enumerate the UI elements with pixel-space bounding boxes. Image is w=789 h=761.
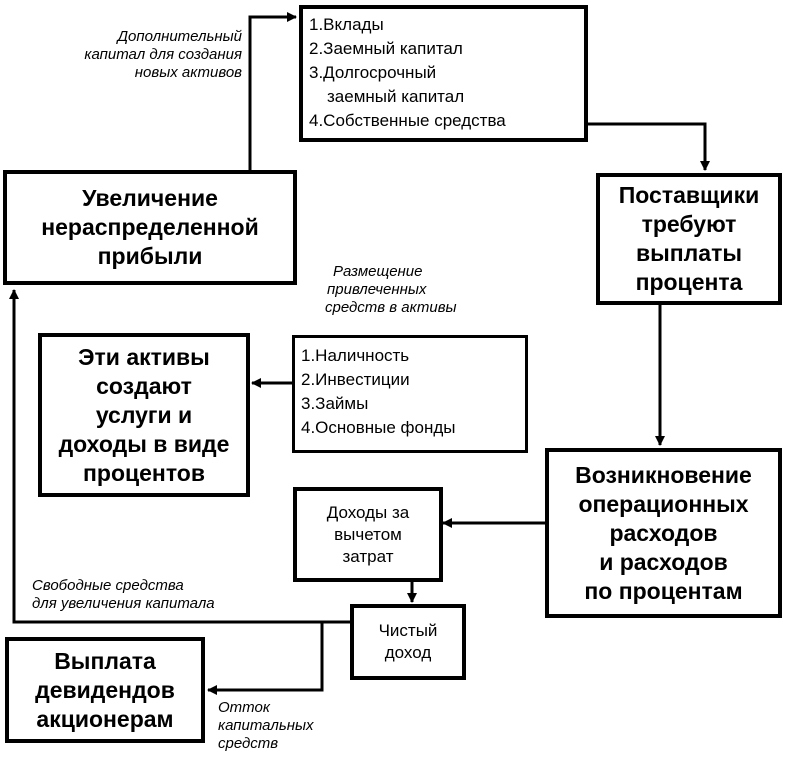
arrow-sources-to-suppliers [588,122,710,171]
asset-item-4: 4.Основные фонды [301,418,456,437]
source-item-1: 1.Вклады [309,15,384,34]
note-capital-outflow: Отток капитальных средств [218,699,314,752]
arrow-retained-to-sources [248,12,297,170]
note-free-funds: Свободные средства для увеличения капита… [32,577,215,612]
funding-sources-box: 1.Вклады 2.Заемный капитал 3.Долгосрочны… [299,5,588,142]
assets-income-box: Эти активы создают услуги и доходы в вид… [38,333,250,497]
source-item-3-cont: заемный капитал [327,87,465,106]
suppliers-interest-box: Поставщики требуют выплаты процента [596,173,782,305]
operating-expenses-box: Возникновение операционных расходов и ра… [545,448,782,618]
arrow-netincome-to-retained [9,289,350,624]
dividends-box: Выплата девидендов акционерам [5,637,205,743]
source-item-2: 2.Заемный капитал [309,39,463,58]
asset-item-2: 2.Инвестиции [301,370,410,389]
asset-item-1: 1.Наличность [301,346,410,365]
asset-item-3: 3.Займы [301,394,369,413]
note-placement: Размещение привлеченных средств в активы [325,263,457,316]
note-additional-capital: Дополнительный капитал для создания новы… [84,28,242,81]
source-item-4: 4.Собственные средства [309,111,506,130]
arrow-netincome-to-dividends [207,622,324,695]
retained-earnings-box: Увеличение нераспределенной прибыли [3,170,297,285]
income-net-costs-box: Доходы за вычетом затрат [293,487,443,582]
net-income-box: Чистый доход [350,604,466,680]
asset-types-box: 1.Наличность 2.Инвестиции 3.Займы 4.Осно… [292,335,528,453]
source-item-3: 3.Долгосрочный [309,63,437,82]
